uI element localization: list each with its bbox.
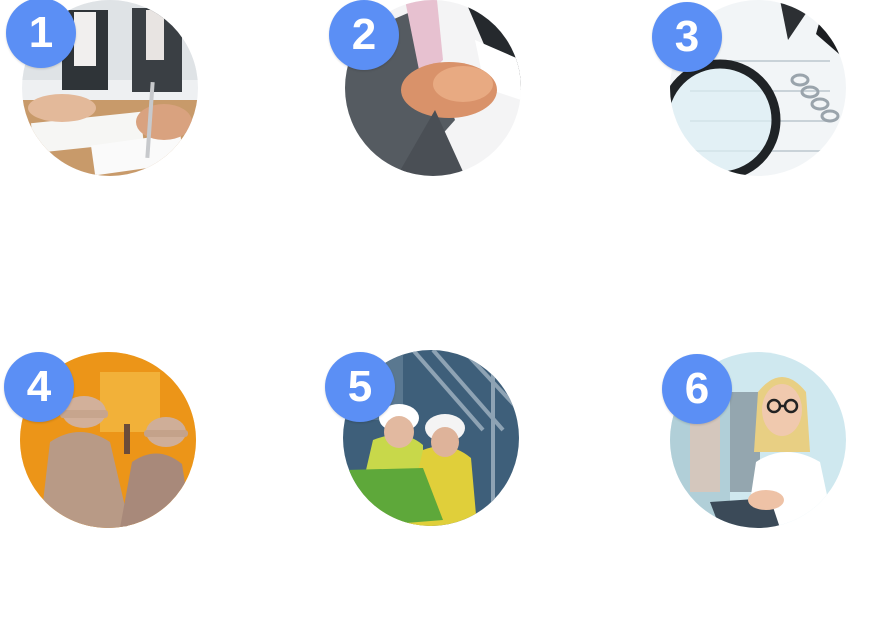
step-number-badge: 3 (652, 2, 722, 72)
businesswoman-glasses-photo (670, 352, 846, 528)
step-number-badge: 4 (4, 352, 74, 422)
step-number-badge: 6 (662, 354, 732, 424)
magnifier-financial-report-photo (670, 0, 846, 176)
step-number-badge: 2 (329, 0, 399, 70)
step-number-badge: 1 (6, 0, 76, 68)
step-number-badge: 5 (325, 352, 395, 422)
workers-hardhats-orange-wall-photo (20, 352, 196, 528)
